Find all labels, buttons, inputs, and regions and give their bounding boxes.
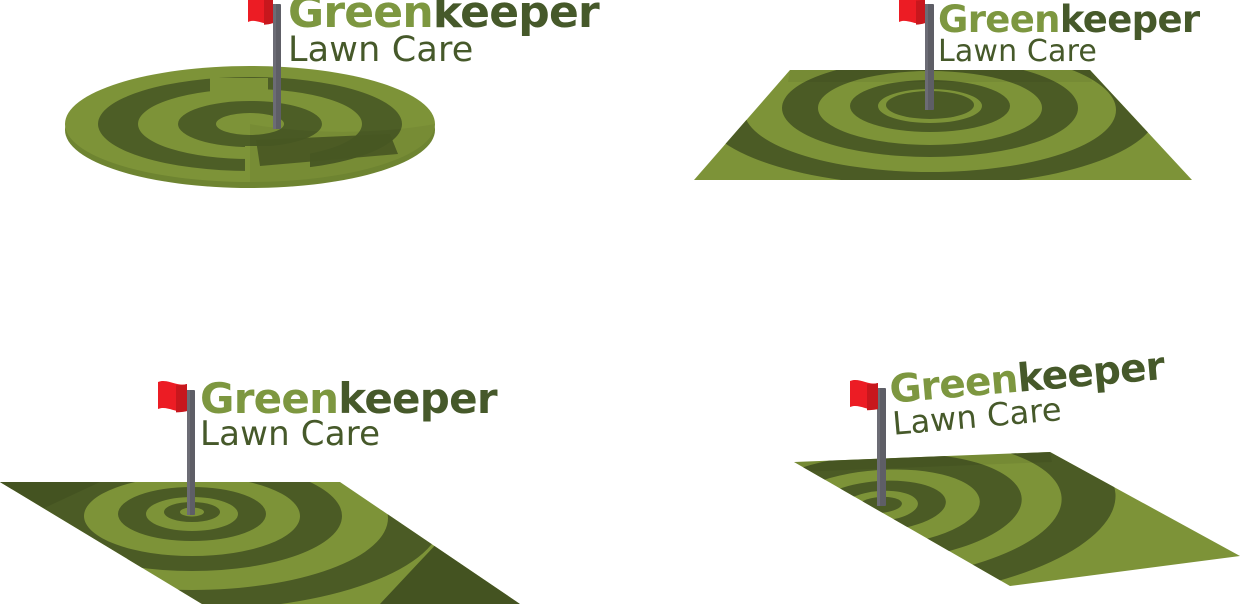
mow-ring-inner — [178, 100, 323, 148]
brand-name-light: Green — [938, 0, 1060, 41]
lawn-corner-shade-right — [380, 540, 520, 604]
logo-mark-angled — [794, 379, 1240, 586]
brand-name-dark: keeper — [1059, 0, 1200, 41]
lawn-back-shading — [794, 452, 1052, 472]
wordmark-tagline: Lawn Care — [288, 30, 474, 70]
logo-variant-trapezoid: Greenkeeper Lawn Care — [680, 0, 1220, 196]
flag-banner-fold — [176, 384, 187, 413]
spiral-gap-upper — [210, 78, 268, 94]
logo-variant-elliptical: Greenkeeper Lawn Care — [60, 0, 600, 194]
logo-mark-parallelogram — [0, 380, 520, 604]
wordmark-brand-line: Greenkeeper — [938, 1, 1200, 38]
lawn-top-shading — [788, 70, 1092, 82]
flag-banner-fold — [916, 0, 925, 25]
mow-rings-group — [702, 70, 1158, 180]
flag-pole-highlight — [273, 4, 276, 129]
wordmark: Greenkeeper Lawn Care — [938, 1, 1200, 69]
wordmark-brand-line: Greenkeeper — [288, 0, 600, 35]
mow-ring-3 — [118, 487, 266, 541]
mow-ring-3 — [850, 80, 1010, 132]
brand-name-light: Green — [288, 0, 434, 38]
wordmark: Greenkeeper Lawn Care — [200, 378, 498, 454]
flag-banner-fold — [867, 383, 878, 411]
brand-name-dark: keeper — [432, 0, 600, 38]
spiral-arm — [256, 134, 398, 166]
flag-pole-highlight — [877, 388, 880, 506]
brand-name-light: Green — [200, 374, 339, 423]
logo-variant-angled: Greenkeeper Lawn Care — [780, 344, 1242, 610]
wordmark-tagline: Lawn Care — [200, 414, 381, 454]
flag-pole-highlight — [925, 4, 928, 110]
wordmark-brand-line: Greenkeeper — [200, 378, 498, 420]
wordmark: Greenkeeper Lawn Care — [288, 0, 600, 70]
wordmark-tagline: Lawn Care — [938, 34, 1097, 69]
mow-ring-4 — [164, 502, 220, 522]
logo-variant-parallelogram: Greenkeeper Lawn Care — [0, 360, 580, 610]
brand-name-dark: keeper — [338, 374, 497, 423]
flag-pole-highlight — [187, 390, 190, 515]
logo-mark-trapezoid — [694, 0, 1192, 180]
logo-mark-elliptical — [65, 0, 435, 188]
flag-banner-fold — [264, 0, 273, 25]
mow-rings-group — [0, 482, 520, 604]
